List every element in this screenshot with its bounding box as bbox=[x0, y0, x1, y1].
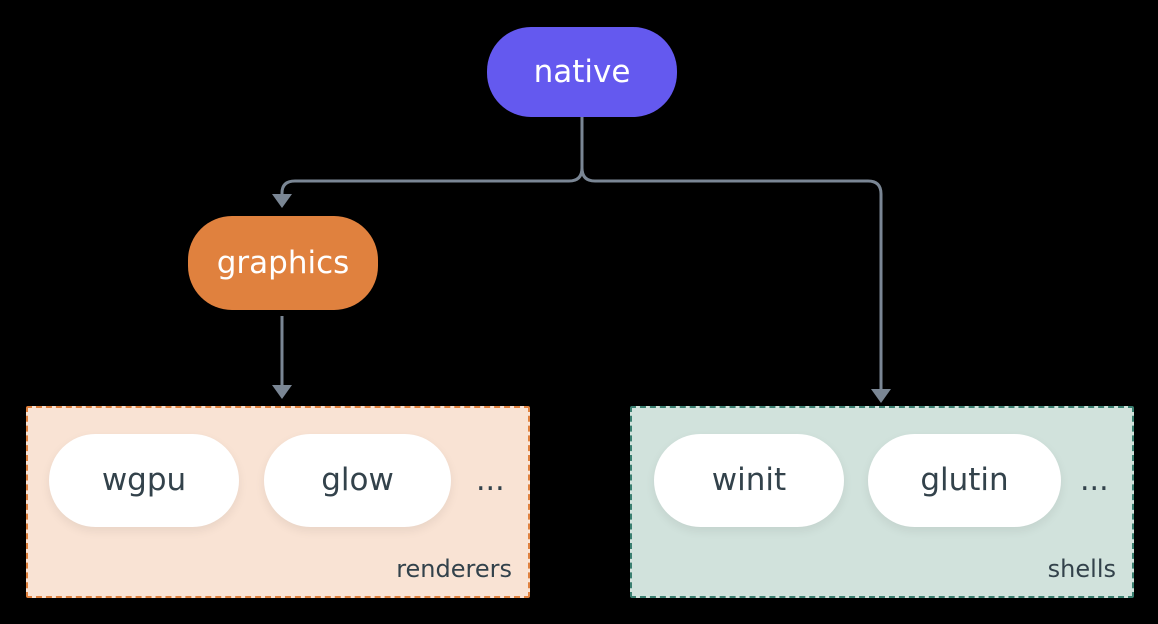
pill-glutin: glutin bbox=[868, 434, 1061, 527]
group-renderers-label: renderers bbox=[396, 555, 512, 583]
node-native-label: native bbox=[533, 53, 631, 90]
node-graphics: graphics bbox=[188, 216, 378, 310]
pill-glow-label: glow bbox=[321, 462, 394, 498]
arrowhead-graphics bbox=[272, 194, 292, 208]
shells-ellipsis: ... bbox=[1080, 463, 1109, 498]
edge-native-graphics bbox=[280, 117, 584, 195]
renderers-ellipsis: ... bbox=[476, 463, 505, 498]
pill-winit: winit bbox=[654, 434, 844, 527]
group-renderers: wgpu glow ... renderers bbox=[26, 406, 530, 598]
group-shells-label: shells bbox=[1047, 555, 1116, 583]
arrowhead-renderers bbox=[272, 385, 292, 399]
pill-glutin-label: glutin bbox=[920, 462, 1009, 498]
pill-glow: glow bbox=[264, 434, 451, 527]
node-graphics-label: graphics bbox=[216, 244, 350, 281]
pill-wgpu-label: wgpu bbox=[101, 462, 187, 498]
node-native: native bbox=[487, 27, 677, 117]
arrowhead-shells bbox=[871, 389, 891, 403]
pill-winit-label: winit bbox=[711, 462, 787, 498]
group-shells: winit glutin ... shells bbox=[630, 406, 1134, 598]
edge-native-shells bbox=[580, 117, 883, 390]
pill-wgpu: wgpu bbox=[49, 434, 239, 527]
